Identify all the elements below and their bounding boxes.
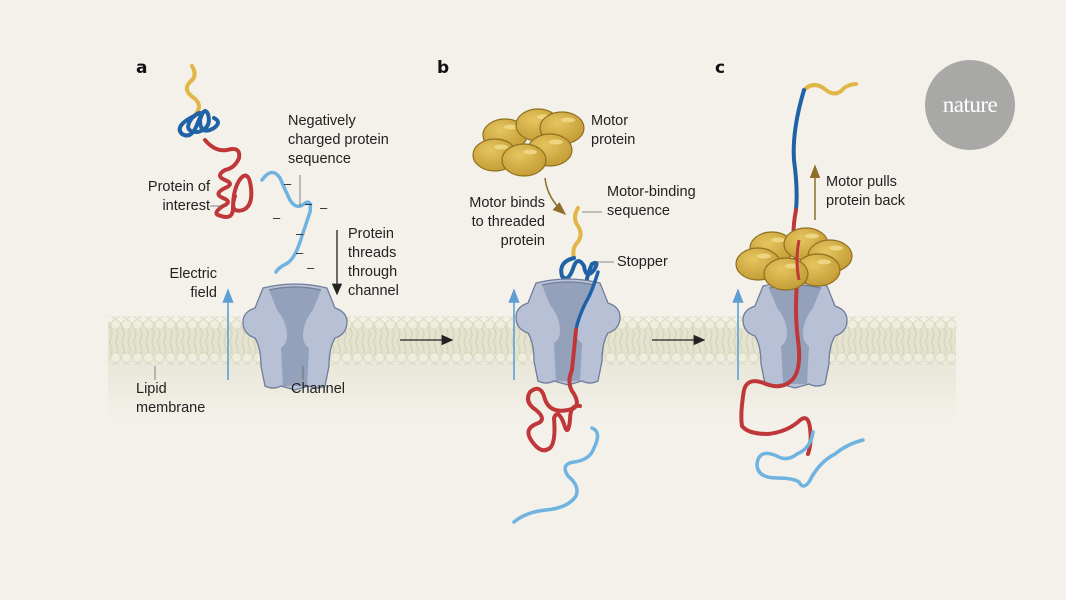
protein-of-interest-label: Protein of interest — [147, 179, 210, 214]
electric-field-label: Electric field — [169, 266, 217, 301]
negative-charge-symbol: – — [296, 226, 304, 241]
protein-of-interest-strand — [739, 208, 813, 456]
panel-label-a: a — [136, 58, 148, 78]
negative-sequence-label: Negatively charged protein sequence — [288, 113, 389, 167]
negative-charge-symbol: – — [305, 196, 313, 211]
motor-binds-label: Motor binds to threaded protein — [469, 195, 545, 249]
stopper-strand-inside — [574, 270, 600, 332]
motor-protein-label: Motor protein — [591, 113, 636, 148]
threads-label: Protein threads through channel — [348, 226, 399, 299]
negative-charge-symbol: – — [307, 260, 315, 275]
stopper-strand — [791, 88, 806, 212]
protein-of-interest-strand — [526, 328, 582, 453]
panel-a-diagram — [154, 64, 454, 391]
stopper-strand — [177, 109, 220, 138]
motor-binding-sequence-label: Motor-binding sequence — [607, 184, 696, 219]
negative-charge-symbol: – — [296, 245, 304, 260]
motor-protein — [735, 227, 853, 291]
negative-charge-symbol: – — [273, 210, 281, 225]
panel-b-diagram — [472, 108, 706, 524]
motor-binding-sequence-strand — [184, 64, 201, 118]
panel-label-c: c — [715, 58, 726, 78]
nature-logo: nature — [925, 60, 1015, 150]
motor-protein — [472, 108, 585, 177]
negative-sequence-strand — [512, 426, 600, 524]
negative-charge-symbol: – — [284, 176, 292, 191]
panel-c-diagram — [732, 82, 865, 488]
negative-sequence-strand — [755, 430, 865, 488]
motor-binds-arrow — [544, 177, 567, 215]
stopper-label: Stopper — [617, 254, 668, 270]
panel-label-b: b — [437, 58, 450, 78]
motor-pulls-label: Motor pulls protein back — [826, 174, 905, 209]
negative-charge-symbol: – — [320, 200, 328, 215]
motor-binding-sequence-strand — [571, 206, 583, 260]
motor-binding-sequence-strand — [802, 82, 858, 96]
negative-sequence-strand — [260, 170, 313, 274]
lipid-membrane-label: Lipid membrane — [136, 381, 206, 416]
protein-of-interest-strand — [203, 138, 254, 219]
channel-label: Channel — [291, 381, 346, 397]
